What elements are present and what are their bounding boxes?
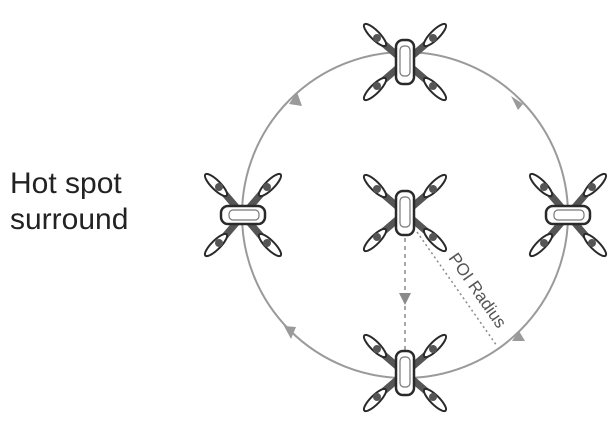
center-to-bottom-arrowhead [399, 293, 411, 305]
arrow-upper-right [511, 96, 523, 110]
drone-top [361, 21, 449, 103]
arrow-lower-left [284, 326, 296, 339]
drone-left [202, 171, 284, 259]
drone-right [527, 171, 609, 259]
drone-bottom [361, 332, 449, 414]
